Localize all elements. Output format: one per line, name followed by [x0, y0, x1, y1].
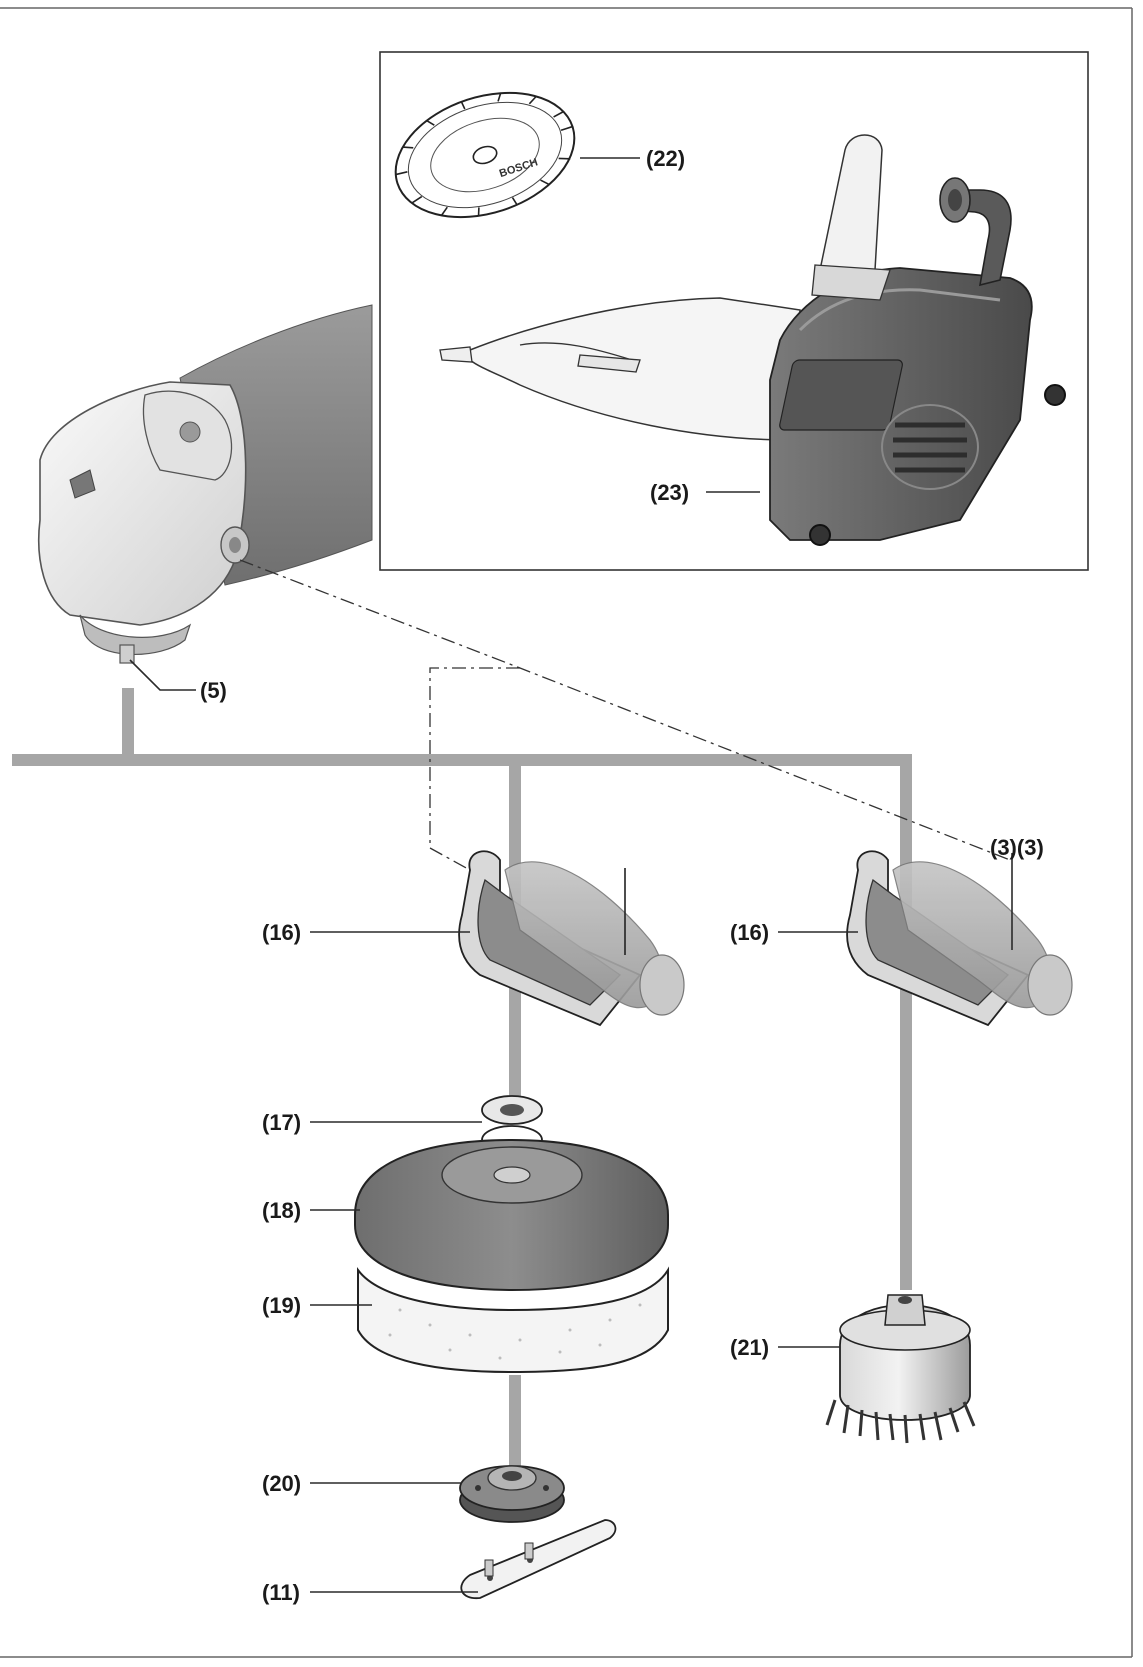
polishing-bonnet	[357, 1266, 669, 1374]
page-frame	[0, 7, 1133, 1658]
wire-bristles	[825, 1399, 976, 1444]
label-part-17: (17)	[262, 1110, 301, 1135]
label-part-18: (18)	[262, 1198, 301, 1223]
cup-wire-brush	[825, 1294, 976, 1444]
guide-lines	[239, 559, 1011, 871]
label-part-23: (23)	[650, 480, 689, 505]
label-part-21: (21)	[730, 1335, 769, 1360]
label-part-16-left: (16)	[262, 920, 301, 945]
diamond-cutting-disc: BOSCH	[394, 91, 576, 219]
clamping-nut	[459, 1465, 565, 1523]
inset-panel: BOSCH	[379, 51, 1089, 571]
label-part-16-right: (16)	[730, 920, 769, 945]
protection-guard-right	[846, 850, 1073, 1027]
label-part-20: (20)	[262, 1471, 301, 1496]
rubber-backing-pad	[354, 1138, 669, 1292]
protection-guard-left	[458, 850, 685, 1027]
leader-lines	[129, 157, 1013, 1593]
angle-grinder	[37, 304, 373, 664]
label-part-11: (11)	[262, 1580, 300, 1605]
guard-vent-slots	[893, 422, 967, 473]
label-part-5: (5)	[200, 678, 227, 703]
label-part-19: (19)	[262, 1293, 301, 1318]
cutting-guard-with-suction	[439, 134, 1066, 546]
two-pin-spanner	[460, 1519, 617, 1599]
label-part-3: (3)(3)	[990, 835, 1044, 860]
label-part-22: (22)	[646, 146, 685, 171]
